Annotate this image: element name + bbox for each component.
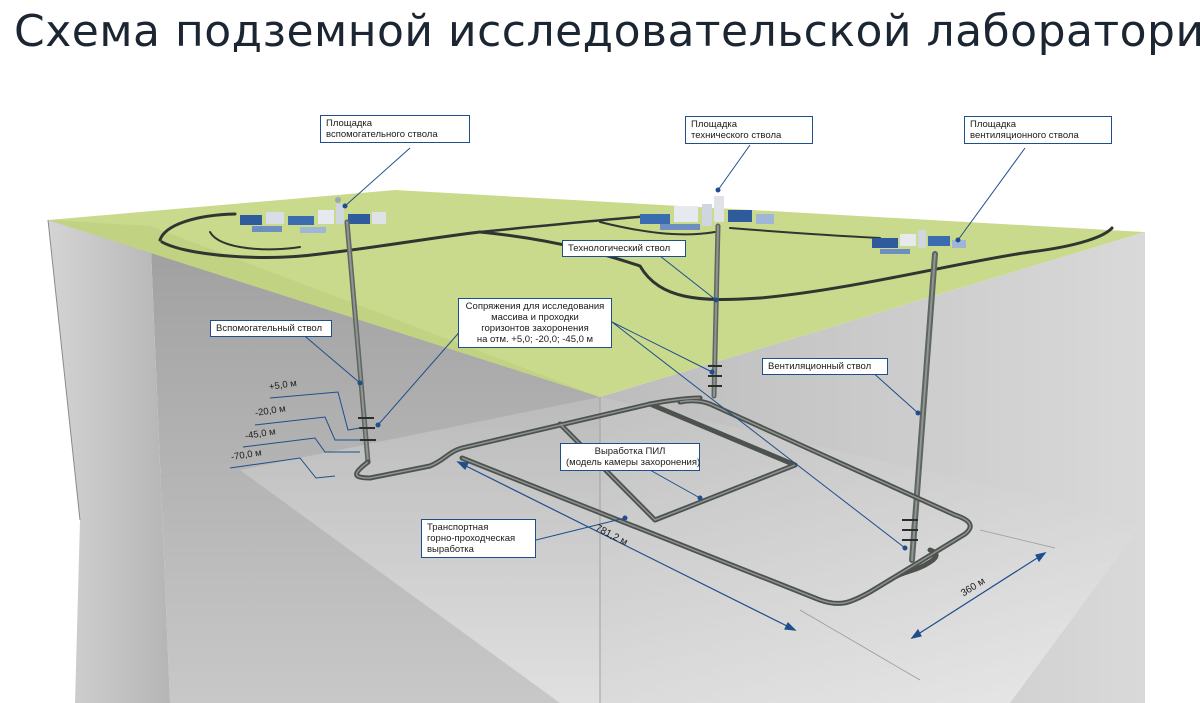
length-dimension [457,461,796,631]
vent-shaft-core [911,253,936,561]
callout-transport-line2: горно-проходческая [427,533,516,544]
callout-pil-line1: Выработка ПИЛ [594,446,666,457]
junction-markers [358,365,918,541]
callout-pil: Выработка ПИЛ (модель камеры захоронения… [560,443,700,471]
leader-junctions [377,319,471,426]
callout-vent-site: Площадка вентиляционного ствола [964,116,1112,144]
callout-vent-shaft: Вентиляционный ствол [762,358,888,375]
surface-roads [158,212,1114,301]
dimension-lines [456,461,1056,681]
width-dimension [911,552,1046,639]
leader-tech-shaft [659,255,717,301]
road [599,221,716,236]
leader-pil [649,469,701,499]
callout-aux-site-line1: Площадка [326,118,373,129]
page-title: Схема подземной исследовательской лабора… [14,6,1200,57]
callout-tech-shaft-label: Технологический ствол [568,243,671,254]
tech-site-buildings [640,196,774,230]
callout-tech-site-line2: технического ствола [691,130,782,141]
leader-tech-site [717,144,751,191]
cross-drift [647,401,798,468]
callout-junctions-line1: Сопряжения для исследования [465,301,605,312]
callout-tech-site-line1: Площадка [691,119,738,130]
callout-junctions-line3: горизонтов захоронения [481,323,589,334]
leader-vent-site [957,147,1026,241]
front-left-wall [48,220,170,703]
tech-shaft-core [713,225,719,397]
callout-vent-site-line1: Площадка [970,119,1017,130]
shafts [344,219,938,563]
ground-surface-shade [48,220,600,397]
road [729,227,881,239]
aux-site-buildings [240,197,386,233]
road [158,212,237,242]
ground-surface [48,190,1145,397]
leader-aux-shaft [299,331,361,384]
leader-transport [535,517,626,541]
callout-vent-shaft-label: Вентиляционный ствол [768,361,872,372]
callout-junctions-line4: на отм. +5,0; -20,0; -45,0 м [476,334,594,345]
callout-transport-line3: выработка [427,544,474,555]
callout-transport-line1: Транспортная [427,522,489,533]
callout-aux-site: Площадка вспомогательного ствола [320,115,470,143]
road [209,231,301,251]
callout-tech-shaft: Технологический ствол [562,240,686,257]
callout-junctions-line2: массива и проходки [491,312,579,323]
callout-transport: Транспортная горно-проходческая выработк… [421,519,536,558]
leader-vent-shaft [869,369,919,414]
block-edge [47,219,81,521]
road [160,230,482,259]
road [478,214,652,234]
callout-pil-line2: (модель камеры захоронения) [566,457,701,468]
leader-junctions [611,321,906,549]
leader-aux-site [344,147,411,207]
callout-vent-site-line2: вентиляционного ствола [970,130,1079,141]
callout-aux-shaft: Вспомогательный ствол [210,320,332,337]
callout-aux-shaft-label: Вспомогательный ствол [216,323,323,334]
callout-junctions: Сопряжения для исследования массива и пр… [458,298,612,348]
aux-shaft-core [346,221,369,463]
leader-lines [299,144,1026,551]
vent-site-buildings [872,230,966,254]
leader-junctions [611,321,713,373]
level-lines [229,391,361,479]
callout-aux-site-line2: вспомогательного ствола [326,129,438,140]
callout-tech-site: Площадка технического ствола [685,116,813,144]
